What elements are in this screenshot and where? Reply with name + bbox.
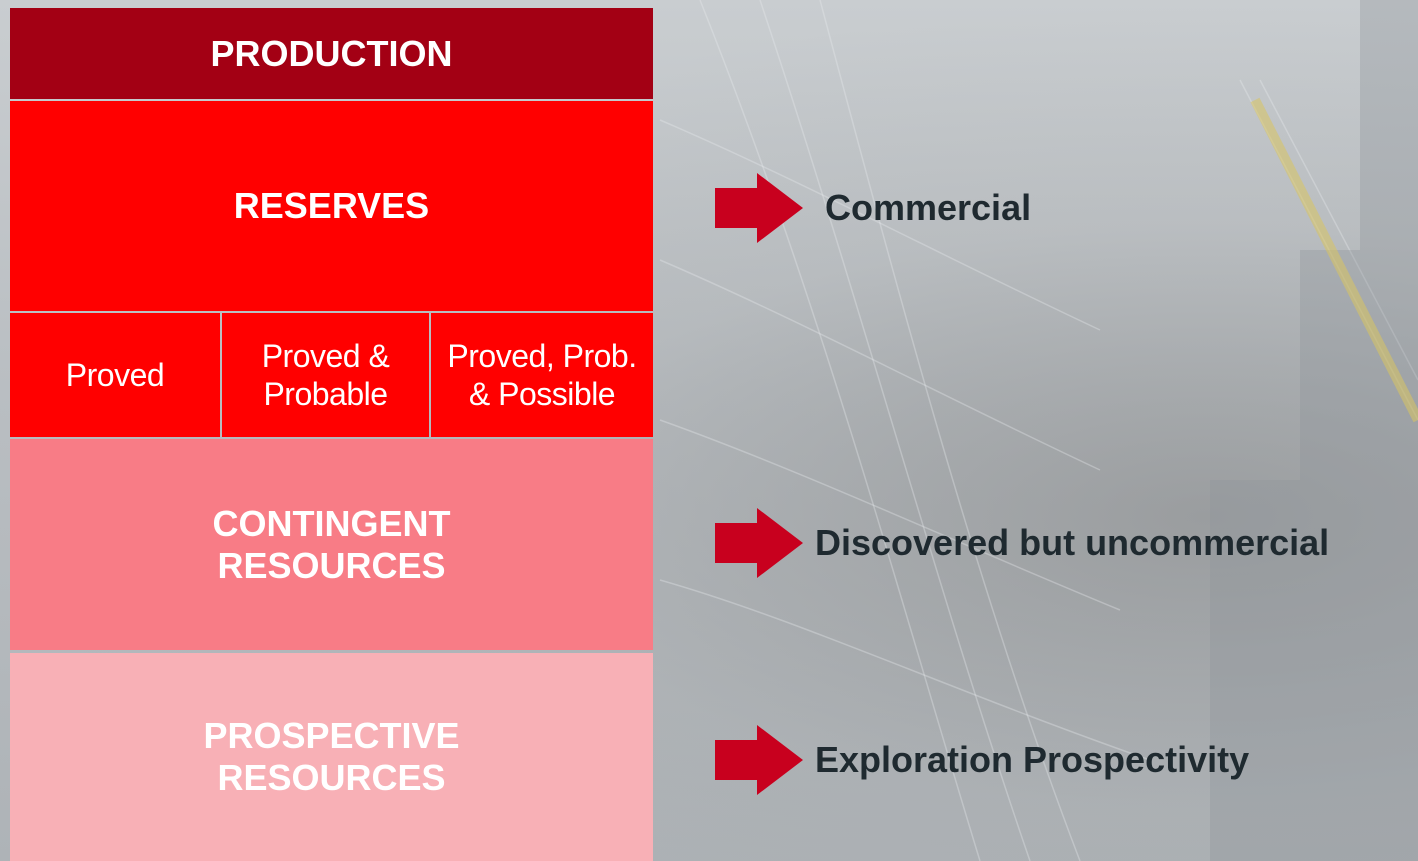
commercial-row: Commercial — [715, 173, 1031, 243]
resource-classification-diagram: PRODUCTION RESERVES Proved Proved & Prob… — [10, 8, 653, 861]
discovered-uncommercial-label: Discovered but uncommercial — [815, 522, 1330, 563]
right-arrow-icon — [715, 725, 803, 795]
contingent-line-1: CONTINGENT — [212, 502, 451, 544]
proved-probable-possible-cell: Proved, Prob. & Possible — [431, 313, 653, 437]
proved-probable-cell: Proved & Probable — [222, 313, 429, 437]
production-band: PRODUCTION — [10, 8, 653, 99]
prospective-resources-band: PROSPECTIVE RESOURCES — [10, 653, 653, 861]
reserves-subcategories: Proved Proved & Probable Proved, Prob. &… — [10, 313, 653, 437]
proved-probable-possible-line-2: & Possible — [468, 376, 616, 412]
commercial-label: Commercial — [825, 187, 1032, 228]
production-label: PRODUCTION — [210, 32, 453, 74]
proved-probable-line-2: Probable — [263, 376, 388, 412]
proved-probable-possible-line-1: Proved, Prob. — [447, 338, 637, 374]
prospective-line-2: RESOURCES — [217, 757, 446, 798]
right-arrow-icon — [715, 508, 803, 578]
exploration-prospectivity-row: Exploration Prospectivity — [715, 725, 1249, 795]
reserves-label: RESERVES — [233, 185, 430, 226]
proved-probable-line-1: Proved & — [261, 338, 390, 374]
proved-label: Proved — [65, 357, 165, 393]
reserves-band: RESERVES — [10, 101, 653, 311]
discovered-uncommercial-row: Discovered but uncommercial — [715, 508, 1329, 578]
prospective-line-1: PROSPECTIVE — [203, 715, 460, 756]
exploration-prospectivity-label: Exploration Prospectivity — [815, 739, 1250, 780]
proved-cell: Proved — [10, 313, 220, 437]
contingent-resources-band: CONTINGENT RESOURCES — [10, 439, 653, 650]
right-arrow-icon — [715, 173, 803, 243]
contingent-line-2: RESOURCES — [217, 544, 446, 586]
